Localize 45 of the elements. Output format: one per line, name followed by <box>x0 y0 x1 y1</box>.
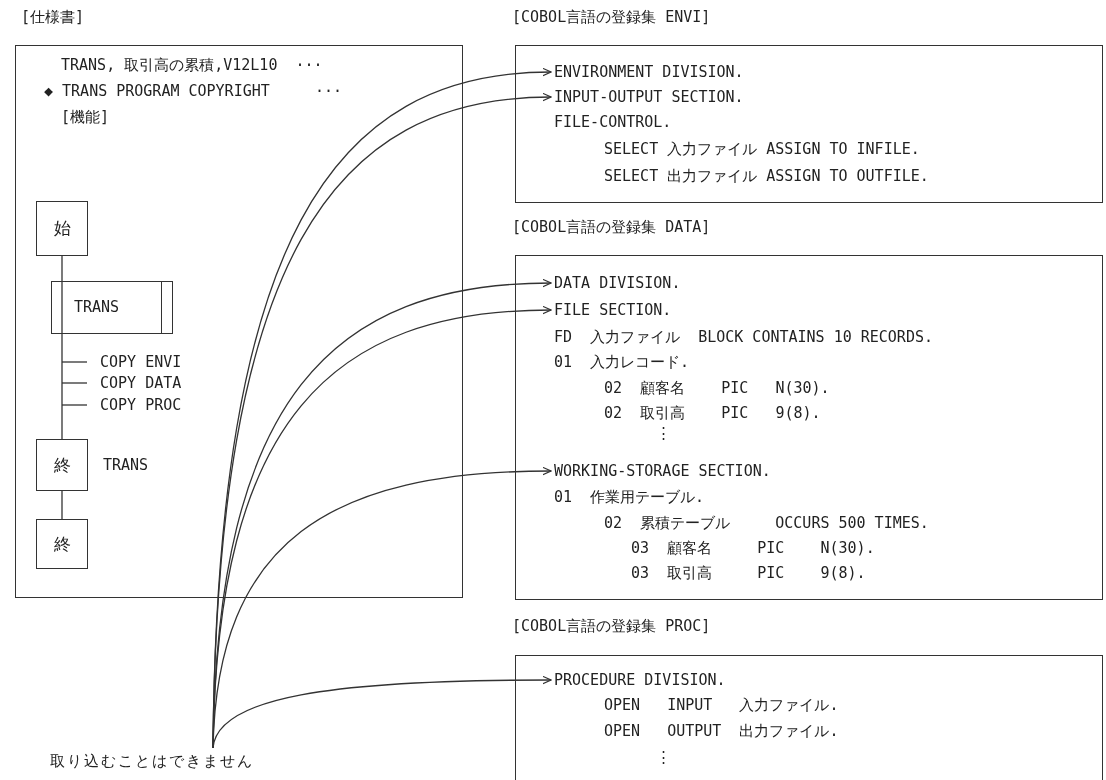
spec-line: ◆ TRANS PROGRAM COPYRIGHT ··· <box>44 81 342 102</box>
code-line: SELECT 出力ファイル ASSIGN TO OUTFILE. <box>604 166 929 187</box>
code-line: 02 累積テーブル OCCURS 500 TIMES. <box>604 513 929 534</box>
connector-line <box>61 255 63 282</box>
code-line: PROCEDURE DIVISION. <box>554 669 726 691</box>
code-line: FD 入力ファイル BLOCK CONTAINS 10 RECORDS. <box>554 327 933 348</box>
panel-heading: [COBOL言語の登録集 DATA] <box>512 217 711 238</box>
code-line: ⋮ <box>656 747 671 768</box>
code-line: OPEN OUTPUT 出力ファイル. <box>604 721 839 742</box>
terminal-label: 終 <box>52 453 72 476</box>
end-box <box>36 519 88 569</box>
arrow <box>212 675 552 749</box>
module-name: TRANS <box>74 297 120 318</box>
code-line: SELECT 入力ファイル ASSIGN TO INFILE. <box>604 139 920 160</box>
code-line: ⋮ <box>656 423 671 444</box>
code-line: 02 取引高 PIC 9(8). <box>604 403 821 424</box>
code-line: WORKING-STORAGE SECTION. <box>554 460 771 482</box>
code-line: 03 顧客名 PIC N(30). <box>631 538 875 559</box>
code-line: ENVIRONMENT DIVISION. <box>554 61 744 83</box>
code-line: DATA DIVISION. <box>554 272 681 294</box>
code-line: 03 取引高 PIC 9(8). <box>631 563 866 584</box>
code-line: INPUT-OUTPUT SECTION. <box>554 86 744 108</box>
arrow <box>212 467 552 749</box>
code-line: FILE-CONTROL. <box>554 112 672 133</box>
connector-line <box>61 490 63 520</box>
spec-line: [機能] <box>61 107 110 128</box>
code-line: 01 作業用テーブル. <box>554 487 705 508</box>
start-box <box>36 201 88 256</box>
module-box <box>51 281 173 334</box>
code-line: FILE SECTION. <box>554 299 672 321</box>
code-line: 01 入力レコード. <box>554 352 690 373</box>
panel-heading: [COBOL言語の登録集 PROC] <box>512 616 711 637</box>
panel-heading: [COBOL言語の登録集 ENVI] <box>512 7 711 28</box>
note-text: 取り込むことはできません <box>50 750 254 772</box>
code-line: OPEN INPUT 入力ファイル. <box>604 695 839 716</box>
copy-label: COPY ENVI <box>100 352 182 373</box>
terminal-label: 始 <box>52 217 72 239</box>
spec-line: TRANS, 取引高の累積,V12L10 ··· <box>61 55 323 76</box>
copy-label: COPY PROC <box>100 395 182 416</box>
beside-label: TRANS <box>103 454 149 476</box>
panel-heading: [仕様書] <box>21 7 85 28</box>
connector-line <box>61 333 63 440</box>
code-line: 02 顧客名 PIC N(30). <box>604 378 830 399</box>
terminal-label: 終 <box>52 532 72 555</box>
copy-label: COPY DATA <box>100 373 182 394</box>
